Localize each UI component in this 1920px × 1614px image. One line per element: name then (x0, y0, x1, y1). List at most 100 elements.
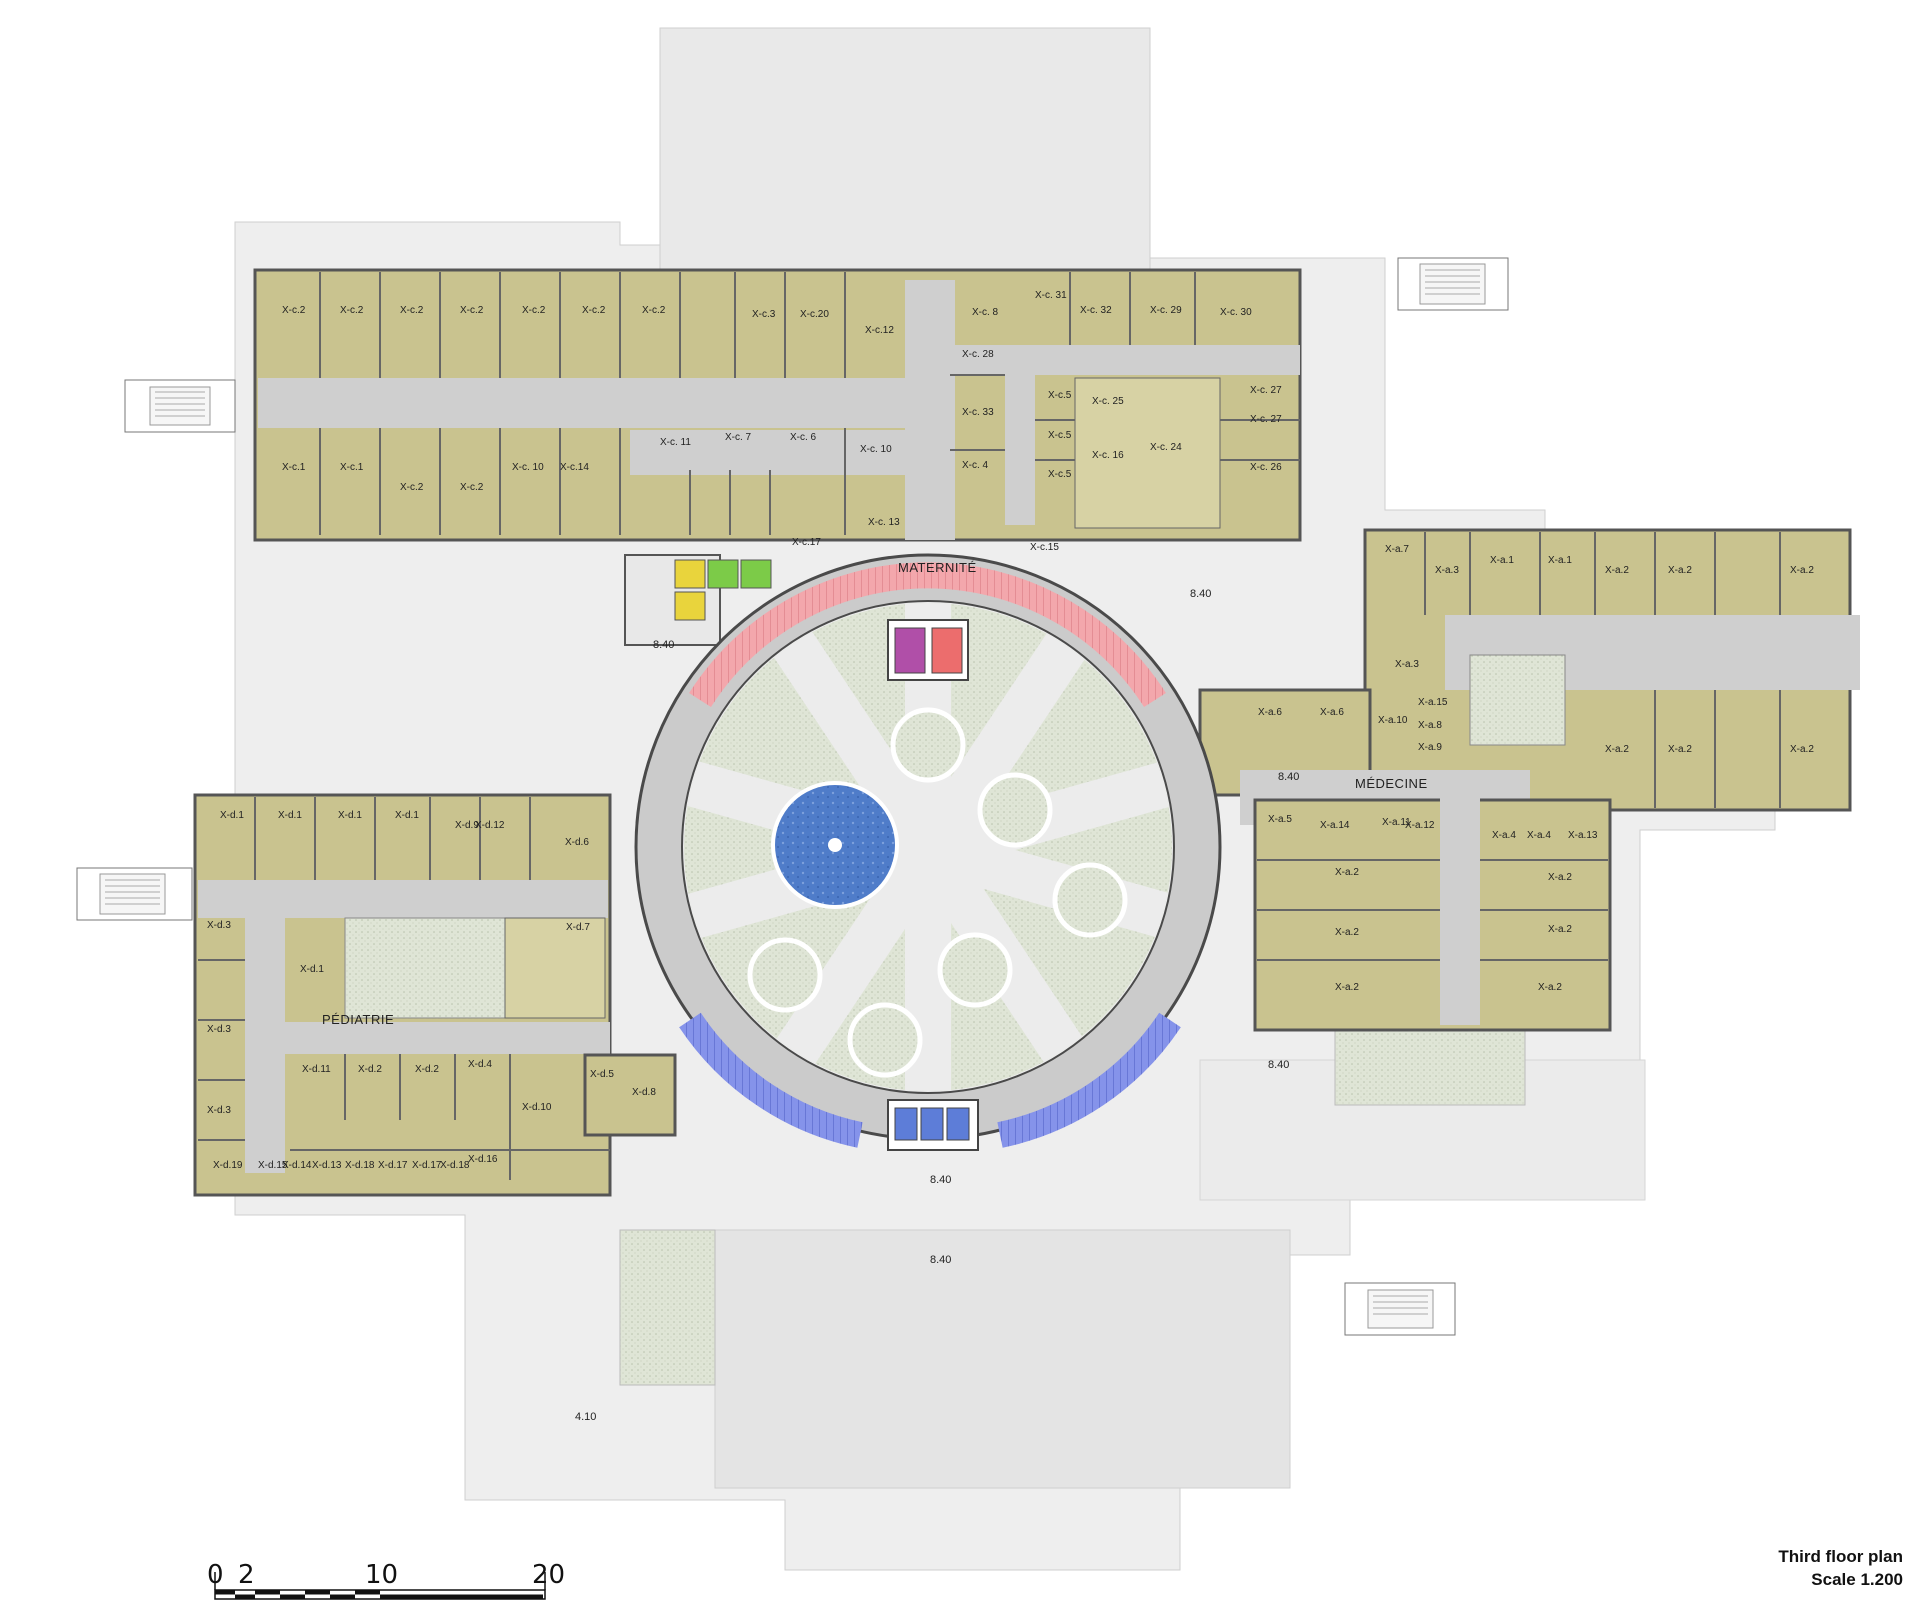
room-label: X-c. 6 (790, 432, 817, 443)
room-label: X-d.17 (378, 1160, 408, 1171)
room-label: X-d.14 (282, 1160, 312, 1171)
wing-label-medecine: MÉDECINE (1355, 776, 1428, 791)
room-label: X-c. 33 (962, 407, 994, 418)
room-label: X-d.3 (207, 1105, 231, 1116)
drawing-title: Third floor plan (1778, 1547, 1903, 1566)
level-marker: 4.10 (575, 1411, 596, 1423)
scale-tick: 10 (365, 1560, 398, 1590)
room-label: X-c.2 (642, 305, 666, 316)
room-label: X-c. 31 (1035, 290, 1067, 301)
room-labels-medecine: X-a.7 X-a.3 X-a.1 X-a.1 X-a.2 X-a.2 X-a.… (1258, 544, 1814, 993)
external-stair-ne (1397, 257, 1509, 311)
room-label: X-a.4 (1492, 830, 1516, 841)
room-label: X-c. 16 (1092, 450, 1124, 461)
scale-tick: 2 (238, 1560, 255, 1590)
room-label: X-c.3 (752, 309, 776, 320)
room-label: X-a.9 (1418, 742, 1442, 753)
room-label: X-a.3 (1435, 565, 1459, 576)
pediatrie-wing (193, 793, 677, 1197)
room-label: X-d.17 (412, 1160, 442, 1171)
room-labels-pediatrie: X-d.1 X-d.1 X-d.1 X-d.1 X-d.9 X-d.6 X-d.… (207, 810, 656, 1171)
room-label: X-a.12 (1405, 820, 1435, 831)
wing-label-pediatrie: PÉDIATRIE (322, 1012, 394, 1027)
room-label: X-a.1 (1490, 555, 1514, 566)
scale-tick: 0 (207, 1560, 224, 1590)
room-label: X-a.2 (1335, 982, 1359, 993)
room-label: X-c. 24 (1150, 442, 1182, 453)
room-label: X-a.15 (1418, 697, 1448, 708)
room-label: X-a.2 (1335, 867, 1359, 878)
room-label: X-a.10 (1378, 715, 1408, 726)
room-label: X-c.2 (400, 482, 424, 493)
room-label: X-d.1 (338, 810, 362, 821)
room-label: X-c. 10 (512, 462, 544, 473)
room-label: X-c. 7 (725, 432, 752, 443)
room-label: X-c.2 (282, 305, 306, 316)
maternite-wing (253, 268, 1302, 542)
level-marker: 8.40 (653, 639, 674, 651)
room-label: X-c. 13 (868, 517, 900, 528)
room-label: X-c. 4 (962, 460, 989, 471)
room-label: X-c. 27 (1250, 385, 1282, 396)
room-label: X-a.5 (1268, 814, 1292, 825)
room-label: X-d.10 (522, 1102, 552, 1113)
level-marker: 8.40 (930, 1174, 951, 1186)
central-rotunda (634, 553, 1222, 1151)
room-label: X-c.15 (1030, 542, 1059, 553)
room-label: X-c.1 (340, 462, 364, 473)
room-label: X-c.5 (1048, 469, 1072, 480)
room-label: X-c. 27 (1250, 414, 1282, 425)
level-marker: 8.40 (1278, 771, 1299, 783)
room-label: X-d.9 (455, 820, 479, 831)
room-label: X-c. 29 (1150, 305, 1182, 316)
room-label: X-c.20 (800, 309, 829, 320)
room-label: X-d.6 (565, 837, 589, 848)
room-label: X-d.5 (590, 1069, 614, 1080)
room-label: X-a.7 (1385, 544, 1409, 555)
room-labels-maternite: X-c.2 X-c.2 X-c.2 X-c.2 X-c.2 X-c.2 X-c.… (282, 290, 1282, 553)
title-block: Third floor plan Scale 1.200 (1778, 1545, 1903, 1591)
room-label: X-a.2 (1668, 744, 1692, 755)
room-label: X-c. 8 (972, 307, 999, 318)
room-label: X-a.2 (1548, 924, 1572, 935)
room-label: X-a.2 (1605, 565, 1629, 576)
room-label: X-d.3 (207, 1024, 231, 1035)
maternite-lifts (624, 554, 772, 646)
medecine-wing (1198, 528, 1860, 1032)
room-label: X-c.2 (340, 305, 364, 316)
room-label: X-c.5 (1048, 430, 1072, 441)
room-label: X-c.2 (582, 305, 606, 316)
garden-se (1334, 1029, 1526, 1106)
room-label: X-d.15 (258, 1160, 288, 1171)
room-label: X-c. 25 (1092, 396, 1124, 407)
room-label: X-d.3 (207, 920, 231, 931)
room-label: X-d.2 (358, 1064, 382, 1075)
room-label: X-c. 26 (1250, 462, 1282, 473)
room-label: X-a.2 (1668, 565, 1692, 576)
room-label: X-d.7 (566, 922, 590, 933)
external-stair-nw (124, 379, 236, 433)
room-label: X-c. 28 (962, 349, 994, 360)
wing-label-maternite: MATERNITÉ (898, 560, 977, 575)
room-label: X-d.13 (312, 1160, 342, 1171)
room-label: X-a.13 (1568, 830, 1598, 841)
room-label: X-c. 11 (660, 437, 691, 448)
room-label: X-a.2 (1548, 872, 1572, 883)
room-label: X-a.1 (1548, 555, 1572, 566)
room-label: X-c. 30 (1220, 307, 1252, 318)
garden-sw (619, 1229, 716, 1386)
room-label: X-d.1 (220, 810, 244, 821)
room-label: X-d.2 (415, 1064, 439, 1075)
level-marker: 8.40 (1268, 1059, 1289, 1071)
room-label: X-d.1 (300, 964, 324, 975)
room-label: X-c.2 (522, 305, 546, 316)
room-label: X-a.3 (1395, 659, 1419, 670)
room-label: X-c.5 (1048, 390, 1072, 401)
external-stair-se (1344, 1282, 1456, 1336)
room-label: X-a.8 (1418, 720, 1442, 731)
room-label: X-d.19 (213, 1160, 243, 1171)
room-label: X-a.2 (1538, 982, 1562, 993)
room-label: X-a.6 (1258, 707, 1282, 718)
room-label: X-a.2 (1335, 927, 1359, 938)
level-marker: 8.40 (1190, 588, 1211, 600)
